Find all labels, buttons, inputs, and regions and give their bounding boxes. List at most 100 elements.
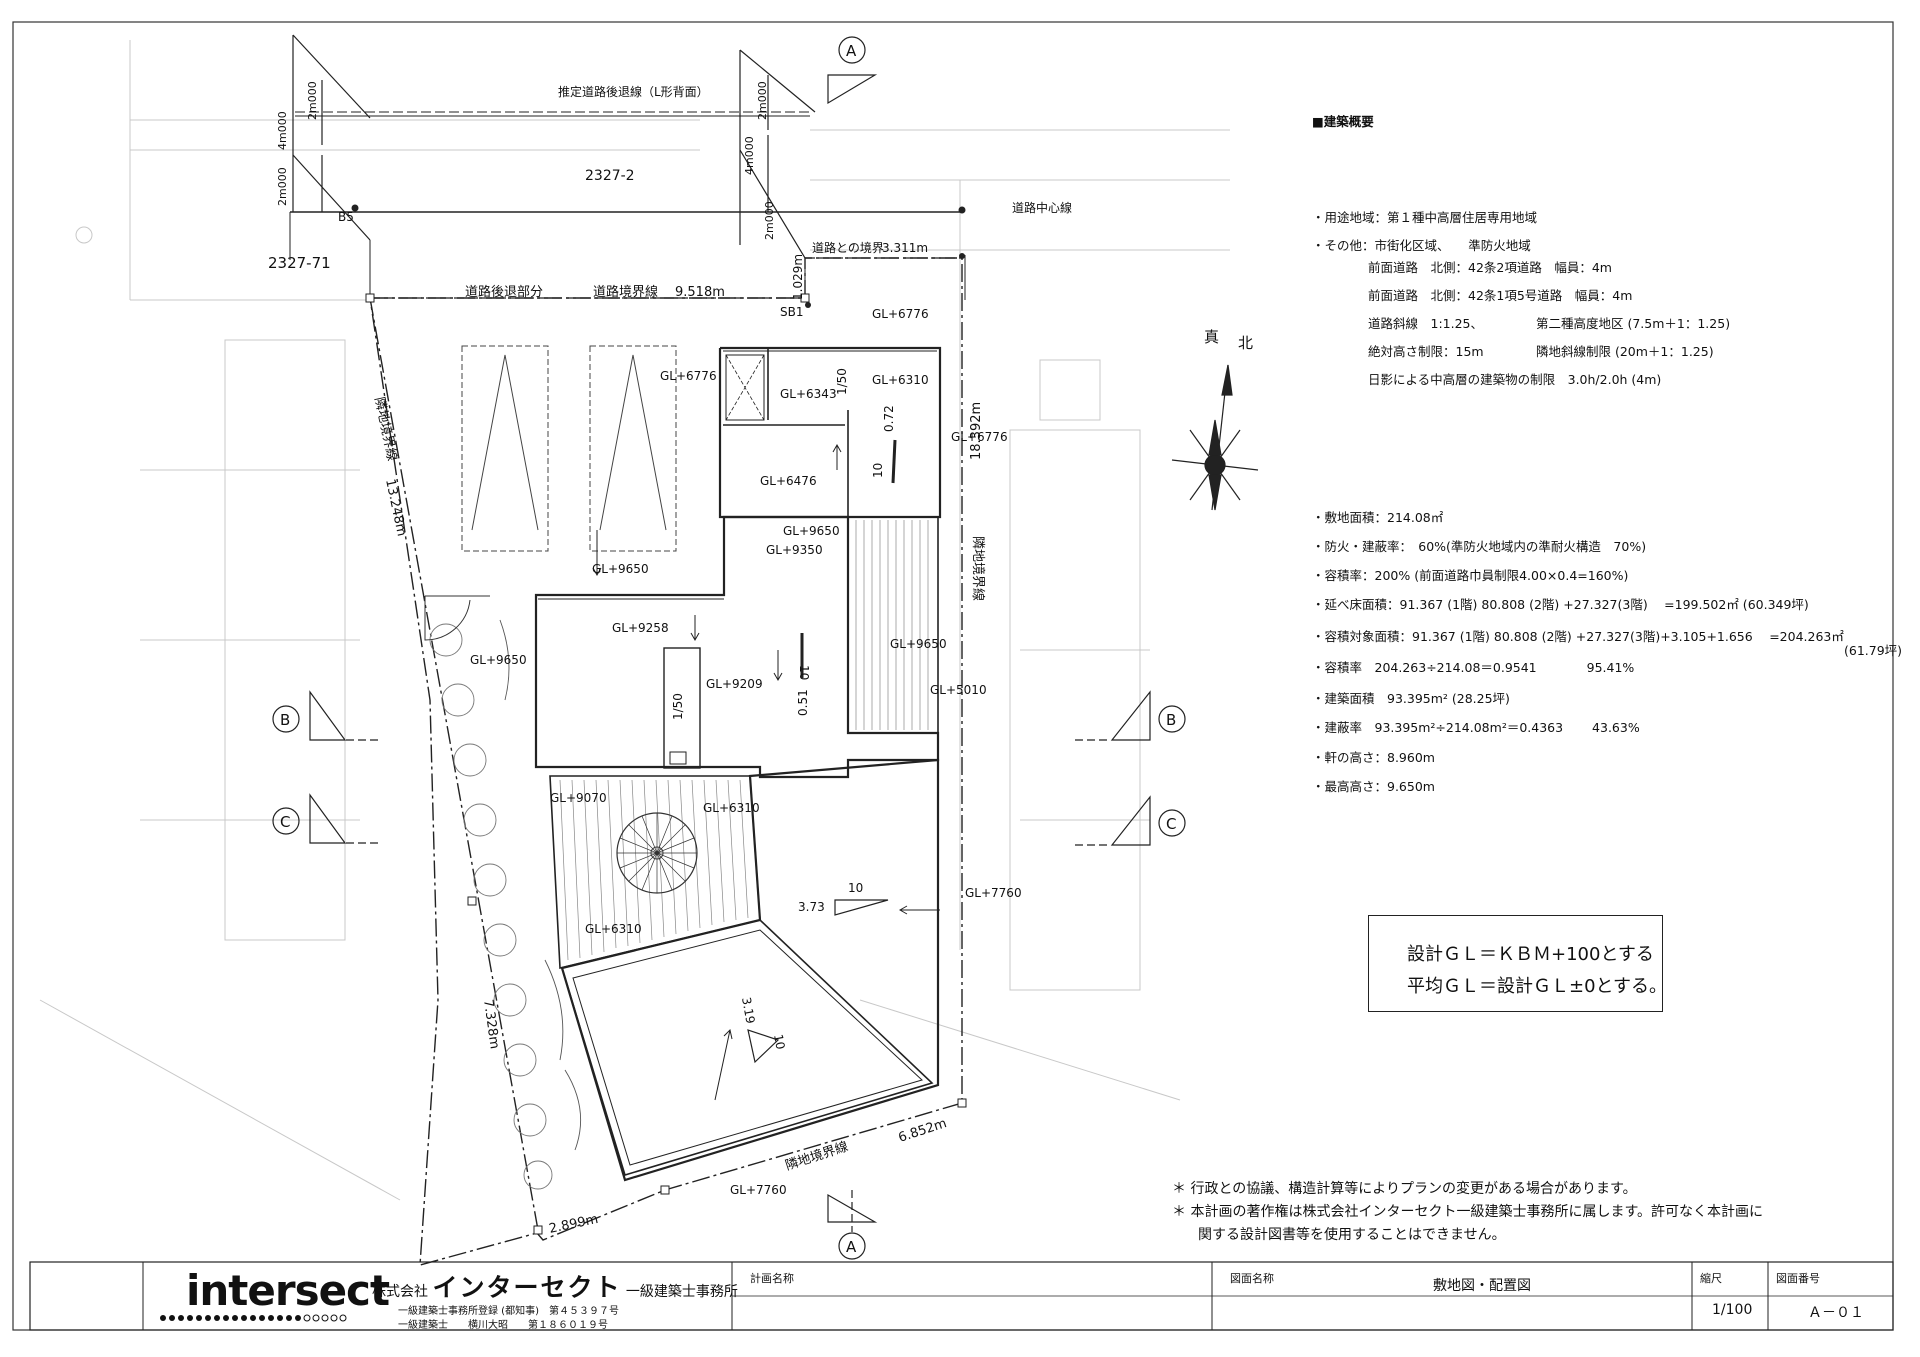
- gl-6310-a: GL+6310: [872, 373, 929, 387]
- setback-1029: 1.029m: [791, 254, 805, 300]
- dim-2000-right-top: 2m000: [756, 81, 769, 120]
- gl-9650-a: GL+9650: [783, 524, 840, 538]
- other-zone: ・その他：市街化区域、 準防火地域: [1312, 238, 1531, 253]
- slope-10-a: 10: [871, 463, 885, 478]
- gl-line-1: 設計ＧＬ＝ＫＢＭ+100とする: [1407, 944, 1654, 965]
- gl-7760-a: GL+7760: [965, 886, 1022, 900]
- company-name: インターセクト: [432, 1273, 622, 1302]
- height-district: 第二種高度地区 (7.5m＋1：1.25): [1536, 316, 1731, 331]
- title-block: [29, 1261, 1894, 1331]
- company-prefix: 株式会社: [372, 1284, 428, 1300]
- gl-6476: GL+6476: [760, 474, 817, 488]
- architect: 一級建築士 横川大昭 第１８６０１９号: [398, 1320, 608, 1331]
- site-boundary: [351, 204, 967, 1266]
- road-setback-part-label: 道路後退部分: [465, 284, 543, 300]
- notes: ＊ 行政との協議、構造計算等によりプランの変更がある場合があります。 ＊ 本計画…: [1172, 1178, 1763, 1247]
- gl-6776-a: GL+6776: [872, 307, 929, 321]
- north-label-true: 真: [1204, 328, 1219, 346]
- boundary-left-length: 13.248m: [382, 478, 409, 538]
- slope-3-19: 3.19: [739, 996, 757, 1025]
- shadow-regulation: 日影による中高層の建築物の制限 3.0h/2.0h (4m): [1368, 372, 1662, 387]
- eave-height: ・軒の高さ：8.960m: [1312, 750, 1435, 765]
- absolute-height: 絶対高さ制限：15m: [1368, 344, 1484, 359]
- section-a-top: A: [846, 42, 857, 60]
- gl-9650-c: GL+9650: [890, 637, 947, 651]
- setback-dimensions: [292, 34, 816, 259]
- dim-2000-left-top: 2m000: [306, 81, 319, 120]
- section-c-left: C: [280, 813, 290, 831]
- summary-heading: ■建築概要: [1312, 114, 1374, 129]
- slope-10-c: 10: [848, 881, 863, 895]
- far-ratio: ・容積率 204.263÷214.08＝0.9541 95.41%: [1312, 660, 1635, 675]
- boundary-right-label: 隣地境界線: [970, 536, 986, 601]
- company-suffix: 一級建築士事務所: [625, 1284, 738, 1300]
- gl-9650-b: GL+9650: [592, 562, 649, 576]
- section-b-left: B: [280, 711, 290, 729]
- section-b-right: B: [1166, 711, 1176, 729]
- road-boundary-line-label: 道路境界線: [593, 284, 658, 300]
- dim-4000-right: 4m000: [743, 136, 756, 175]
- road-slope: 道路斜線 1:1.25、: [1368, 316, 1483, 331]
- gl-7760-b: GL+7760: [730, 1183, 787, 1197]
- road-center-line-label: 道路中心線: [1012, 200, 1072, 215]
- parking-spaces: [461, 345, 677, 552]
- point-b5: B5: [338, 210, 354, 224]
- road-setback-line-label: 推定道路後退線（L形背面）: [558, 84, 709, 99]
- gl-9258: GL+9258: [612, 621, 669, 635]
- spiral-stair: [616, 812, 698, 894]
- north-label-north: 北: [1238, 334, 1253, 352]
- slope-0-51: 0.51: [796, 689, 810, 716]
- building-outline: [534, 346, 942, 1182]
- slope-1-50-b: 1/50: [671, 693, 685, 720]
- boundary-bottom-label: 隣地境界線: [783, 1138, 850, 1173]
- boundary-right-length: 18.392m: [969, 402, 984, 460]
- note-1: ＊ 行政との協議、構造計算等によりプランの変更がある場合があります。: [1172, 1181, 1637, 1197]
- section-a-bottom: A: [846, 1238, 857, 1256]
- slope-3-73: 3.73: [798, 900, 825, 914]
- deck-hatching: [559, 520, 929, 961]
- gl-9350: GL+9350: [766, 543, 823, 557]
- gl-definition-box: 設計ＧＬ＝ＫＢＭ+100とする 平均ＧＬ＝設計ＧＬ±0とする。: [1368, 915, 1667, 1012]
- use-zone: ・用途地域：第１種中高層住居専用地域: [1312, 210, 1538, 225]
- far-area: ・容積対象面積：91.367 (1階) 80.808 (2階) +27.327(…: [1312, 629, 1844, 644]
- gl-9650-d: GL+9650: [470, 653, 527, 667]
- front-road-2: 前面道路 北側：42条1項5号道路 幅員：4m: [1368, 288, 1633, 303]
- gl-6776-c: GL+6776: [951, 430, 1008, 444]
- road-lines: [289, 111, 966, 300]
- road-boundary-with-label: 道路との境界: [812, 240, 884, 255]
- drawing-label: 図面名称: [1230, 1272, 1274, 1285]
- slope-0-72: 0.72: [882, 405, 896, 432]
- registration: 一級建築士事務所登録 (都知事) 第４５３９７号: [398, 1306, 619, 1317]
- gl-5010: GL+5010: [930, 683, 987, 697]
- max-height: ・最高高さ：9.650m: [1312, 779, 1435, 794]
- lot-label-top: 2327-2: [585, 168, 635, 184]
- section-markers: [272, 36, 1186, 1260]
- company-name-block: 株式会社 インターセクト 一級建築士事務所: [372, 1268, 738, 1304]
- boundary-left-label: 隣地境界線: [371, 396, 400, 463]
- gl-6776-b: GL+6776: [660, 369, 717, 383]
- logo-dots: [160, 1314, 347, 1322]
- planting: [429, 619, 582, 1190]
- section-c-right: C: [1166, 815, 1176, 833]
- far-limit: ・容積率：200% (前面道路巾員制限4.00×0.4=160%): [1312, 568, 1629, 583]
- north-arrow-icon: [1171, 364, 1259, 511]
- intersect-logo: intersect: [186, 1266, 390, 1315]
- note-3: 関する設計図書等を使用することはできません。: [1198, 1227, 1506, 1243]
- coverage-fire: ・防火・建蔽率： 60%(準防火地域内の準耐火構造 70%): [1312, 539, 1647, 554]
- site-area: ・敷地面積：214.08㎡: [1312, 510, 1444, 525]
- scale-label: 縮尺: [1700, 1272, 1722, 1285]
- gl-9070: GL+9070: [550, 791, 607, 805]
- coverage-ratio: ・建蔽率 93.395m²÷214.08m²＝0.4363 43.63%: [1312, 720, 1640, 735]
- lot-label-left: 2327-71: [268, 254, 331, 272]
- number-label: 図面番号: [1776, 1272, 1820, 1285]
- slope-1-50-a: 1/50: [835, 368, 849, 395]
- gl-line-2: 平均ＧＬ＝設計ＧＬ±0とする。: [1407, 976, 1667, 997]
- sheet-border: [12, 21, 1894, 1331]
- drawing-number: Ａ－０１: [1808, 1305, 1864, 1321]
- scale-value: 1/100: [1712, 1302, 1753, 1318]
- dim-2000-left-bottom: 2m000: [276, 167, 289, 206]
- road-boundary-with-length: 3.311m: [882, 241, 928, 255]
- boundary-sw-length: 7.328m: [480, 998, 502, 1049]
- neighbor-context: [39, 40, 1230, 1201]
